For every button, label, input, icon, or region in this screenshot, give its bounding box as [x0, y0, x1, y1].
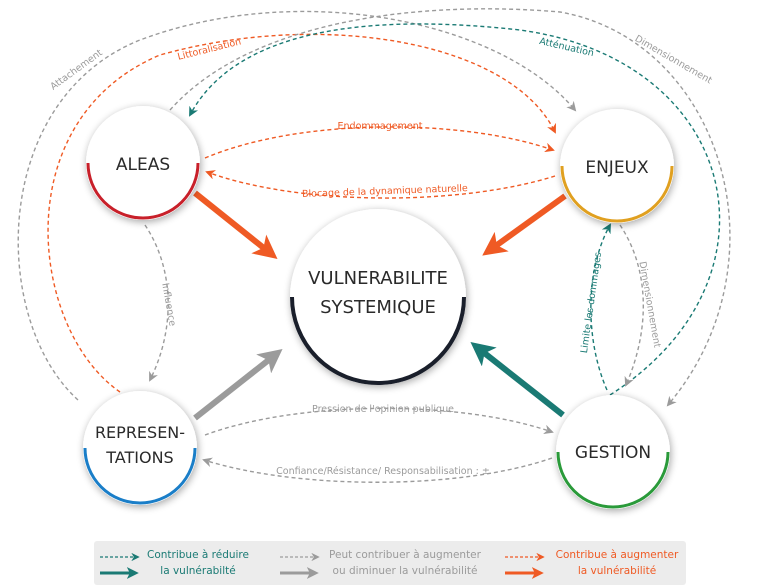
node-vulnerabilite-line2: SYSTEMIQUE	[320, 297, 436, 318]
edge-influence	[144, 224, 169, 382]
legend-teal-line1: Contribue à réduire	[147, 549, 249, 561]
edge-dimensionnement-inner	[619, 224, 644, 387]
label-attachement: Attachement	[48, 47, 104, 92]
label-littoralisation: Littoralisation	[176, 36, 242, 62]
label-pression: Pression de l'opinion publique	[312, 404, 454, 415]
node-aleas-label: ALEAS	[116, 155, 170, 175]
node-enjeux: ENJEUX	[560, 109, 674, 223]
node-representations: REPRESEN- TATIONS	[83, 391, 197, 505]
legend-teal: Contribue à réduire la vulnérabilté	[100, 549, 249, 579]
edge-attenuation	[189, 23, 721, 396]
thick-arrow-aleas	[193, 190, 278, 259]
edge-confiance	[202, 457, 553, 483]
node-enjeux-label: ENJEUX	[585, 158, 649, 178]
label-limite-dommages: Limite les dommages	[579, 251, 604, 353]
label-influence: Influence	[159, 282, 177, 327]
label-confiance: Confiance/Résistance/ Responsabilisation…	[276, 466, 490, 477]
node-vulnerabilite: VULNERABILITE SYSTEMIQUE	[290, 209, 466, 385]
legend: Contribue à réduire la vulnérabilté Peut…	[94, 541, 686, 585]
label-endommagement: Endommagement	[338, 121, 423, 132]
edge-pression	[204, 407, 554, 436]
node-vulnerabilite-line1: VULNERABILITE	[308, 268, 448, 289]
legend-orange: Contribue à augmenter la vulnérabilité	[505, 549, 679, 579]
node-gestion-label: GESTION	[575, 443, 651, 463]
edge-endommagement	[204, 126, 555, 159]
edge-dimensionnement-outer	[169, 8, 731, 407]
thick-arrow-enjeux	[482, 193, 567, 256]
thick-arrow-representations	[193, 349, 283, 421]
legend-gray-line1: Peut contribuer à augmenter	[329, 549, 482, 561]
label-blocage: Blocage de la dynamique naturelle	[302, 183, 468, 200]
node-aleas: ALEAS	[86, 106, 200, 220]
edge-littoralisation	[47, 33, 556, 393]
legend-gray-line2: ou diminuer la vulnérabilité	[333, 565, 478, 577]
edge-attachement	[17, 10, 577, 401]
thick-arrow-gestion	[470, 342, 565, 418]
node-representations-line2: TATIONS	[105, 448, 173, 467]
legend-gray: Peut contribuer à augmenter ou diminuer …	[280, 549, 482, 579]
node-gestion: GESTION	[556, 395, 670, 509]
legend-orange-line2: la vulnérabilité	[578, 565, 656, 577]
legend-teal-line2: la vulnérabilté	[160, 565, 235, 577]
legend-orange-line1: Contribue à augmenter	[556, 549, 679, 561]
node-representations-line1: REPRESEN-	[95, 423, 185, 442]
edge-blocage	[205, 170, 556, 199]
edge-limite-dommages	[590, 223, 611, 391]
